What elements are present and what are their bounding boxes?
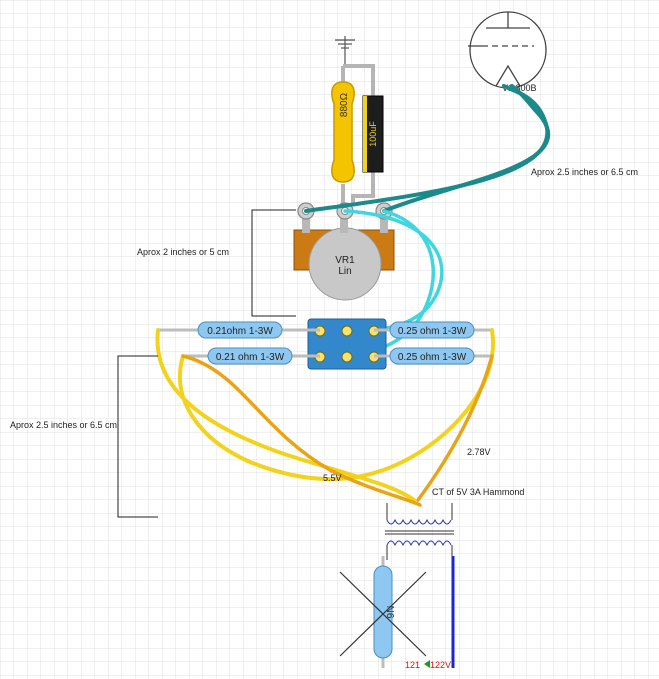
dim-left-lower-label: Aprox 2.5 inches or 6.5 cm [10, 420, 117, 430]
dim-left-upper-label: Aprox 2 inches or 5 cm [137, 247, 229, 257]
resistor-880: 880Ω [331, 81, 355, 183]
mains-label-a: 121 [405, 660, 420, 670]
resistor-row1-left-label: 0.21ohm 1-3W [207, 326, 273, 337]
teal-wires [304, 84, 551, 213]
capacitor-label: 100uF [368, 121, 378, 147]
capacitor-100uf: 100uF [362, 95, 384, 173]
transformer-icon [385, 503, 454, 560]
resistor-row1-left: 0.21ohm 1-3W [197, 321, 283, 339]
resistor-880-label: 880Ω [339, 92, 350, 117]
ground-icon [335, 36, 355, 66]
resistor-row2-right: 0.25 ohm 1-3W [389, 347, 475, 365]
ground-leads [341, 64, 375, 206]
pot-label-line1: VR1 [335, 255, 355, 266]
tube-300b-icon [468, 11, 547, 89]
wire-label-278v: 2.78V [467, 447, 491, 457]
mains-labels: 121 122V [405, 660, 451, 670]
wire-label-55v: 5.5V [323, 473, 342, 483]
fuse-label: N6 [384, 606, 395, 619]
resistor-row2-right-label: 0.25 ohm 1-3W [398, 352, 467, 363]
filament-wires [155, 328, 495, 507]
transformer-label: CT of 5V 3A Hammond [432, 487, 524, 497]
resistor-row2-left-label: 0.21 ohm 1-3W [216, 352, 285, 363]
resistor-row2-left: 0.21 ohm 1-3W [207, 347, 293, 365]
resistor-row1-right: 0.25 ohm 1-3W [389, 321, 475, 339]
arrow-icon [424, 660, 430, 668]
resistor-row1-right-label: 0.25 ohm 1-3W [398, 326, 467, 337]
mains-label-b: 122V [430, 660, 451, 670]
pot-label-line2: Lin [338, 266, 351, 277]
tube-label: V1 300B [502, 83, 537, 93]
terminal-board [307, 318, 387, 370]
fuse-n6: N6 [339, 556, 427, 668]
dim-right-upper-label: Aprox 2.5 inches or 6.5 cm [531, 167, 638, 177]
dimension-brackets [117, 209, 296, 518]
